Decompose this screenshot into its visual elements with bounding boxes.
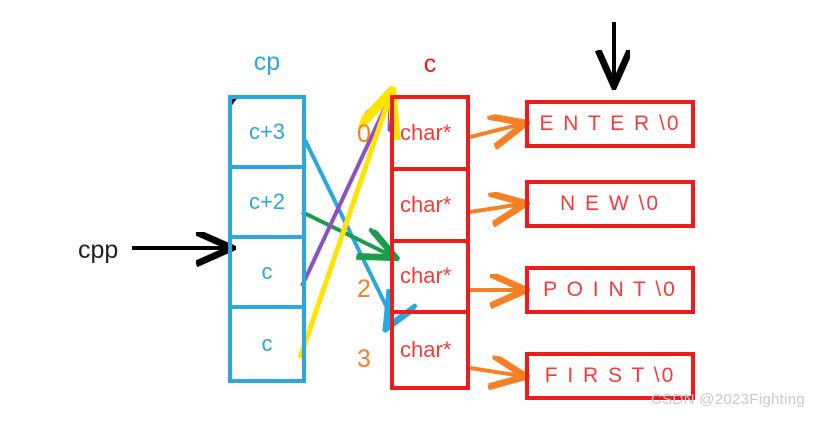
c-cell-0: char*	[394, 99, 466, 171]
c-array-title: c	[423, 50, 437, 78]
c-cell-3: char*	[400, 337, 452, 363]
c-index-label-2: 2	[357, 275, 371, 303]
wire-cp1-to-c2	[301, 210, 392, 256]
c-index-label-0: 0	[357, 120, 371, 148]
cp-cell-0: c+3	[232, 99, 302, 169]
c-cell-2: char*	[394, 243, 466, 315]
c-cell-1: char*	[394, 171, 466, 243]
cp-array: c+3 c+2 c c	[228, 95, 306, 383]
string-box-new: N E W \0	[525, 180, 695, 228]
wire-c1-to-string1	[469, 204, 522, 212]
wire-c0-to-string0	[469, 124, 522, 137]
string-box-first: F I R S T \0	[525, 352, 695, 400]
wire-cp0-to-c3	[303, 139, 392, 325]
cp-array-title: cp	[253, 48, 281, 76]
string-box-point: P O I N T \0	[525, 266, 695, 314]
cp-cell-1: c+2	[232, 169, 302, 239]
c-index-label-3: 3	[357, 345, 371, 373]
cp-cell-2: c	[232, 239, 302, 309]
cp-cell-3: c	[261, 331, 273, 356]
wire-cp2-to-c0	[300, 97, 390, 287]
cpp-pointer-label: cpp	[78, 236, 119, 264]
csdn-watermark: CSDN @2023Fighting	[651, 391, 806, 408]
wire-c3-to-string3	[469, 368, 522, 376]
string-box-enter: E N T E R \0	[525, 100, 695, 148]
c-array: char* char* char* char*	[390, 95, 470, 390]
wire-cp3-to-c0	[297, 96, 390, 359]
